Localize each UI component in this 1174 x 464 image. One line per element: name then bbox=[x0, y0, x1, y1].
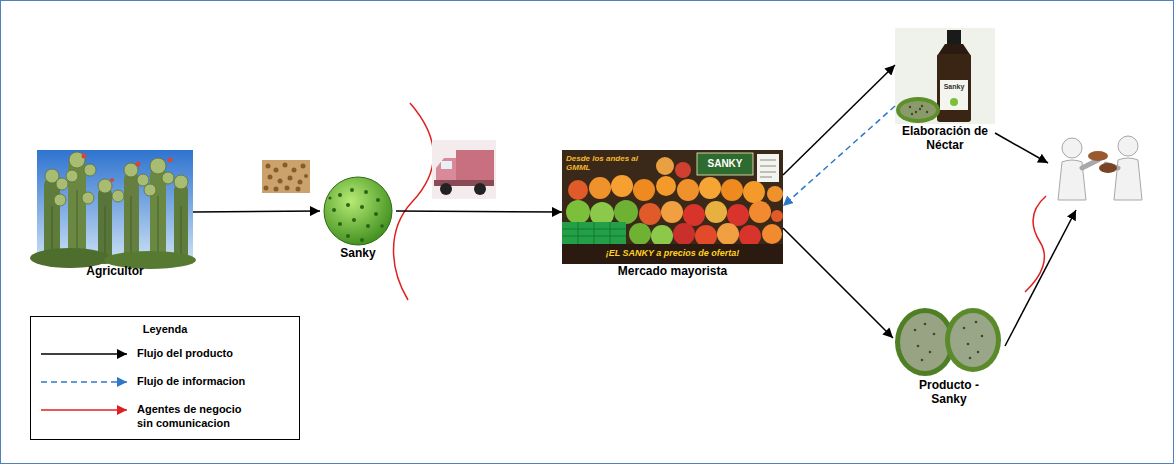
sanky-fruit bbox=[324, 177, 392, 245]
consumer-node bbox=[1048, 128, 1152, 210]
bottle-label-text: Sanky bbox=[940, 83, 968, 91]
picture-space bbox=[893, 306, 1005, 378]
legend-sample bbox=[39, 403, 131, 417]
nectar-photo bbox=[895, 28, 995, 124]
no-communication-line bbox=[1025, 196, 1046, 292]
nectar-node: Elaboración de Néctar bbox=[895, 28, 995, 155]
legend-sample bbox=[39, 347, 131, 361]
product-flow-arrow bbox=[1005, 210, 1076, 346]
market-sign-text: Desde los andes al GMML bbox=[566, 154, 650, 172]
farmer-node: Agricultor bbox=[37, 150, 193, 280]
node-caption: Sanky bbox=[320, 246, 396, 260]
market-sign-text: SANKY bbox=[697, 158, 753, 170]
legend-box: LeyendaFlujo del productoFlujo de inform… bbox=[30, 316, 300, 440]
market-node: Mercado mayorista bbox=[562, 150, 783, 280]
product-flow-arrow bbox=[783, 228, 893, 338]
picture-space bbox=[320, 176, 396, 246]
legend-text: Agentes de negocio sin comunicacion bbox=[137, 403, 259, 431]
truck-photo bbox=[432, 140, 496, 199]
picture-space bbox=[37, 150, 193, 264]
legend-sample bbox=[39, 375, 131, 389]
legend-line-sample bbox=[41, 353, 127, 355]
node-caption: Producto - Sanky bbox=[909, 378, 989, 407]
legend-title: Leyenda bbox=[31, 323, 299, 336]
legend-text: Flujo del producto bbox=[137, 347, 233, 361]
fruit-node: Sanky bbox=[320, 176, 396, 262]
product-flow-arrow bbox=[995, 133, 1048, 163]
handshake-figures bbox=[1058, 136, 1142, 200]
picture-space bbox=[562, 150, 783, 264]
picture-space bbox=[1048, 128, 1152, 208]
node-caption: Elaboración de Néctar bbox=[895, 124, 995, 153]
product-photo bbox=[895, 308, 1001, 376]
node-caption: Agricultor bbox=[37, 264, 193, 278]
market-photo bbox=[562, 150, 783, 264]
node-caption: Mercado mayorista bbox=[562, 264, 783, 278]
legend-line-sample bbox=[41, 381, 127, 383]
no-communication-line bbox=[394, 103, 434, 300]
seeds-photo bbox=[262, 160, 310, 193]
product-flow-arrow bbox=[193, 211, 320, 212]
picture-space bbox=[895, 28, 995, 124]
legend-line-sample bbox=[41, 409, 127, 411]
market-offer-text: ¡EL SANKY a precios de oferta! bbox=[566, 248, 779, 258]
information-flow-arrow bbox=[783, 106, 895, 206]
cactus-photo bbox=[30, 150, 196, 269]
legend-text: Flujo de informacion bbox=[137, 375, 245, 389]
product-node: Producto - Sanky bbox=[893, 306, 1005, 409]
product-flow-arrow bbox=[396, 211, 562, 212]
